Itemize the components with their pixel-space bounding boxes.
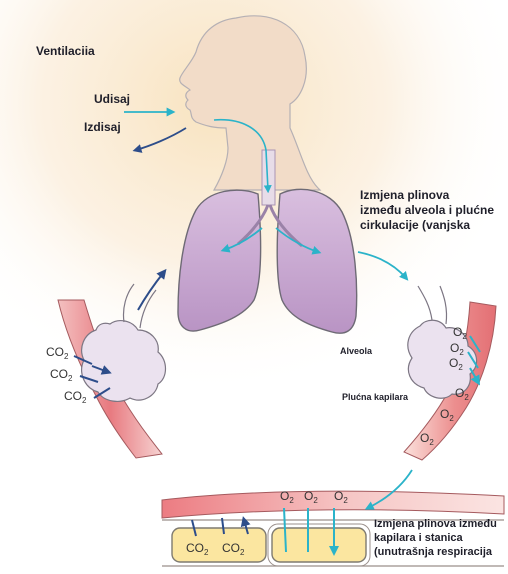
external-exchange-line-3: cirkulacije (vanjska xyxy=(360,218,494,233)
internal-exchange-line-1: Izmjena plinova između xyxy=(374,518,497,532)
alveola-label: Alveola xyxy=(340,346,372,357)
external-exchange-line-2: između alveola i plućne xyxy=(360,203,494,218)
trachea xyxy=(262,150,275,205)
external-exchange-label: Izmjena plinova između alveola i plućne … xyxy=(360,188,494,233)
capillary-label: Plućna kapilara xyxy=(342,392,408,403)
ventilation-label: Ventilaciia xyxy=(36,44,95,59)
inhale-label: Udisaj xyxy=(94,92,130,107)
internal-exchange-line-3: (unutrašnja respiracija xyxy=(374,546,497,560)
internal-exchange-line-2: kapilara i stanica xyxy=(374,532,497,546)
exhale-label: Izdisaj xyxy=(84,120,121,135)
internal-exchange-label: Izmjena plinova između kapilara i stanic… xyxy=(374,518,497,559)
external-exchange-line-1: Izmjena plinova xyxy=(360,188,494,203)
